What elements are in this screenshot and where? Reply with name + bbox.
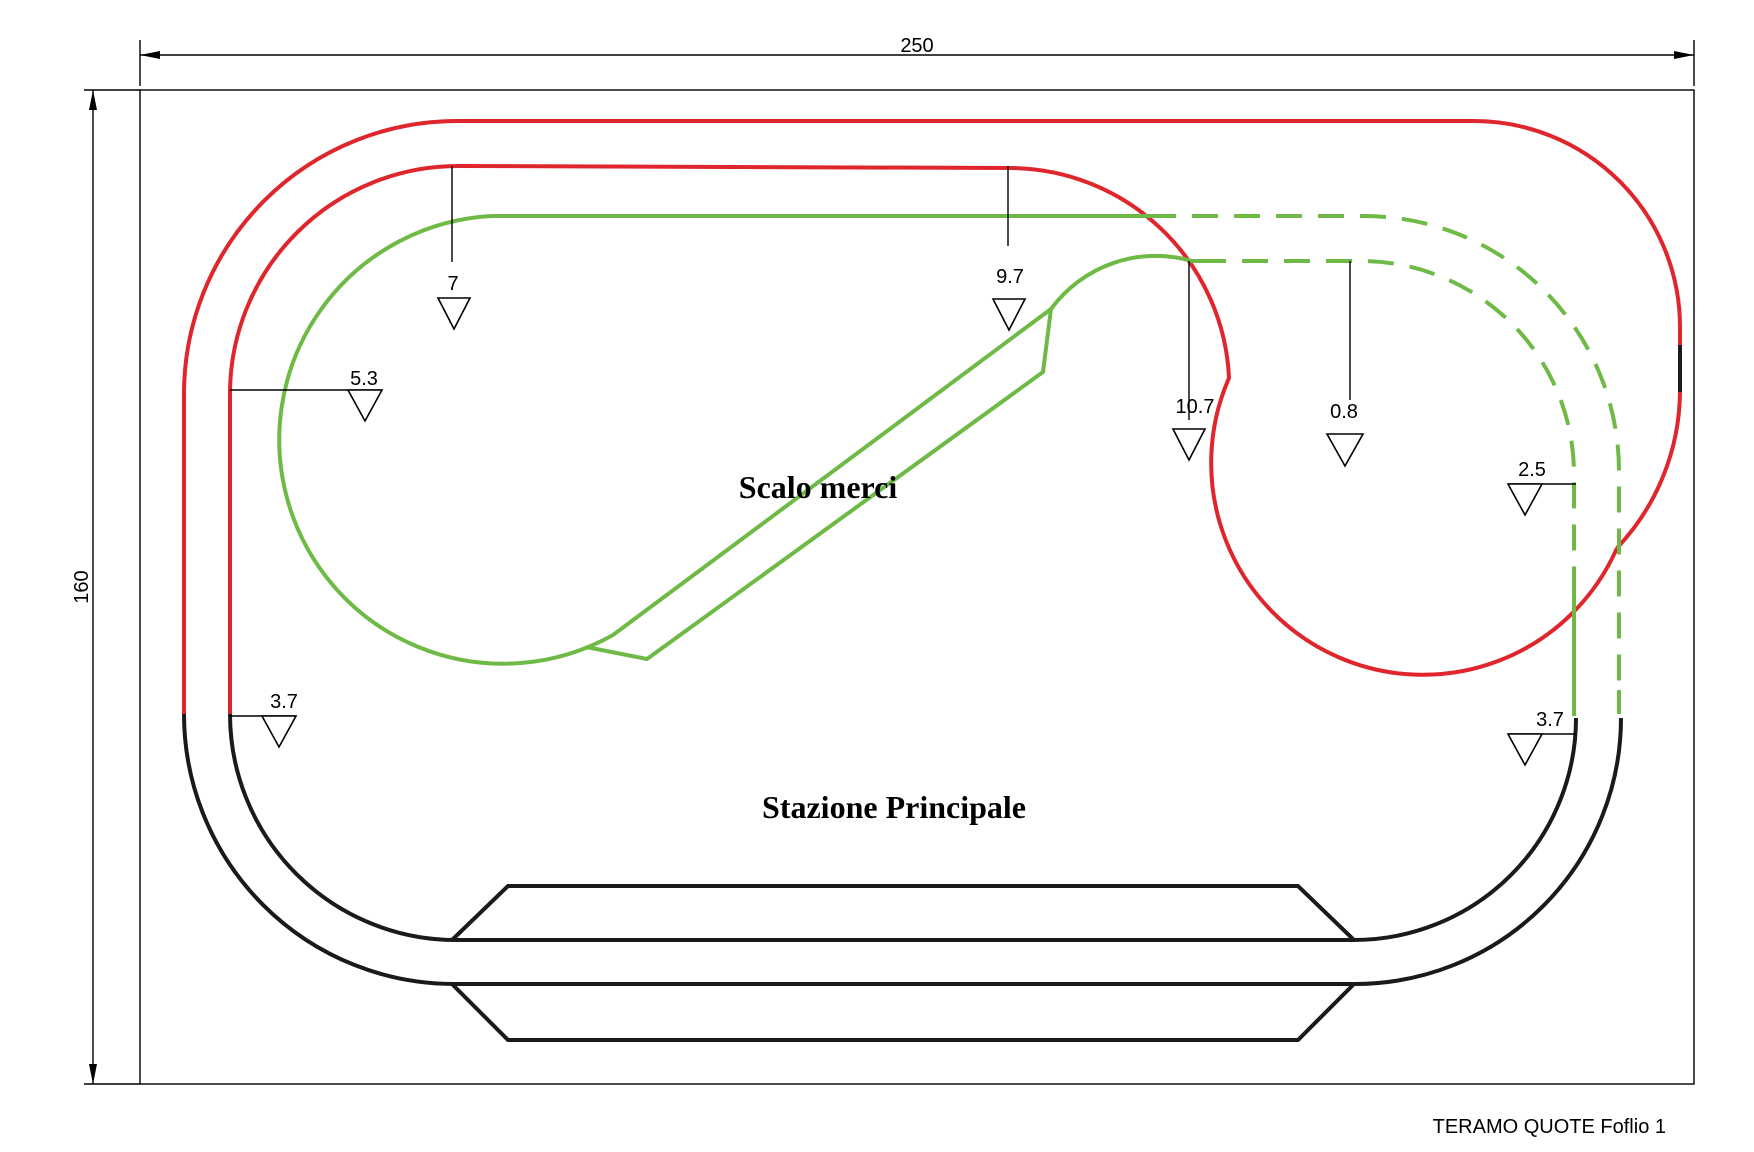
elevation-label-2-5: 2.5 <box>1518 459 1546 481</box>
outer-red-return <box>1615 391 1682 550</box>
outer-station-loop <box>182 713 1623 986</box>
elevation-label-7: 7 <box>447 273 458 295</box>
green-inner-start <box>1049 253 1200 311</box>
elevation-label-3-7-right: 3.7 <box>1536 709 1564 731</box>
elevation-marker-triangle <box>1506 733 1544 767</box>
station-tracks <box>182 713 1623 1042</box>
elevation-label-9-7: 9.7 <box>996 266 1024 288</box>
elevation-marker-triangle <box>1171 428 1207 462</box>
height-dimension-label: 160 <box>71 570 93 603</box>
green-top-dashed <box>1150 214 1621 714</box>
elevation-marker-triangle <box>1325 433 1365 468</box>
elevation-label-3-7-left: 3.7 <box>270 691 298 713</box>
elevation-marker-triangle <box>1506 483 1544 517</box>
elevation-markers: 7 9.7 5.3 10.7 0.8 2.5 3.7 3.7 <box>230 166 1576 767</box>
lower-level-tracks <box>277 214 1621 716</box>
upper-siding <box>450 884 1356 942</box>
outer-red-loop <box>182 119 1682 714</box>
elevation-label-0-8: 0.8 <box>1330 401 1358 423</box>
elevation-marker-triangle <box>991 298 1027 332</box>
elevation-label-10-7: 10.7 <box>1176 396 1215 418</box>
width-dimension-label: 250 <box>900 35 933 57</box>
width-dimension: 250 <box>139 35 1695 86</box>
inner-station-loop <box>228 713 1578 942</box>
freight-yard-siding <box>585 308 1053 662</box>
elevation-label-5-3: 5.3 <box>350 368 378 390</box>
green-inner-dashed <box>1200 259 1576 600</box>
freight-yard-label: Scalo merci <box>739 469 898 505</box>
upper-level-tracks <box>182 119 1682 714</box>
elevation-marker-triangle <box>260 715 298 749</box>
main-station-label: Stazione Principale <box>762 789 1026 825</box>
baseboard-outline <box>139 89 1695 1085</box>
elevation-marker-triangle <box>436 297 472 331</box>
inner-red-helix <box>228 163 1619 714</box>
green-balloon-loop <box>277 214 1053 666</box>
lower-siding <box>450 982 1356 1042</box>
height-dimension: 160 <box>71 89 140 1085</box>
elevation-marker-triangle <box>346 389 384 423</box>
sheet-title: TERAMO QUOTE Foflio 1 <box>1433 1116 1666 1138</box>
